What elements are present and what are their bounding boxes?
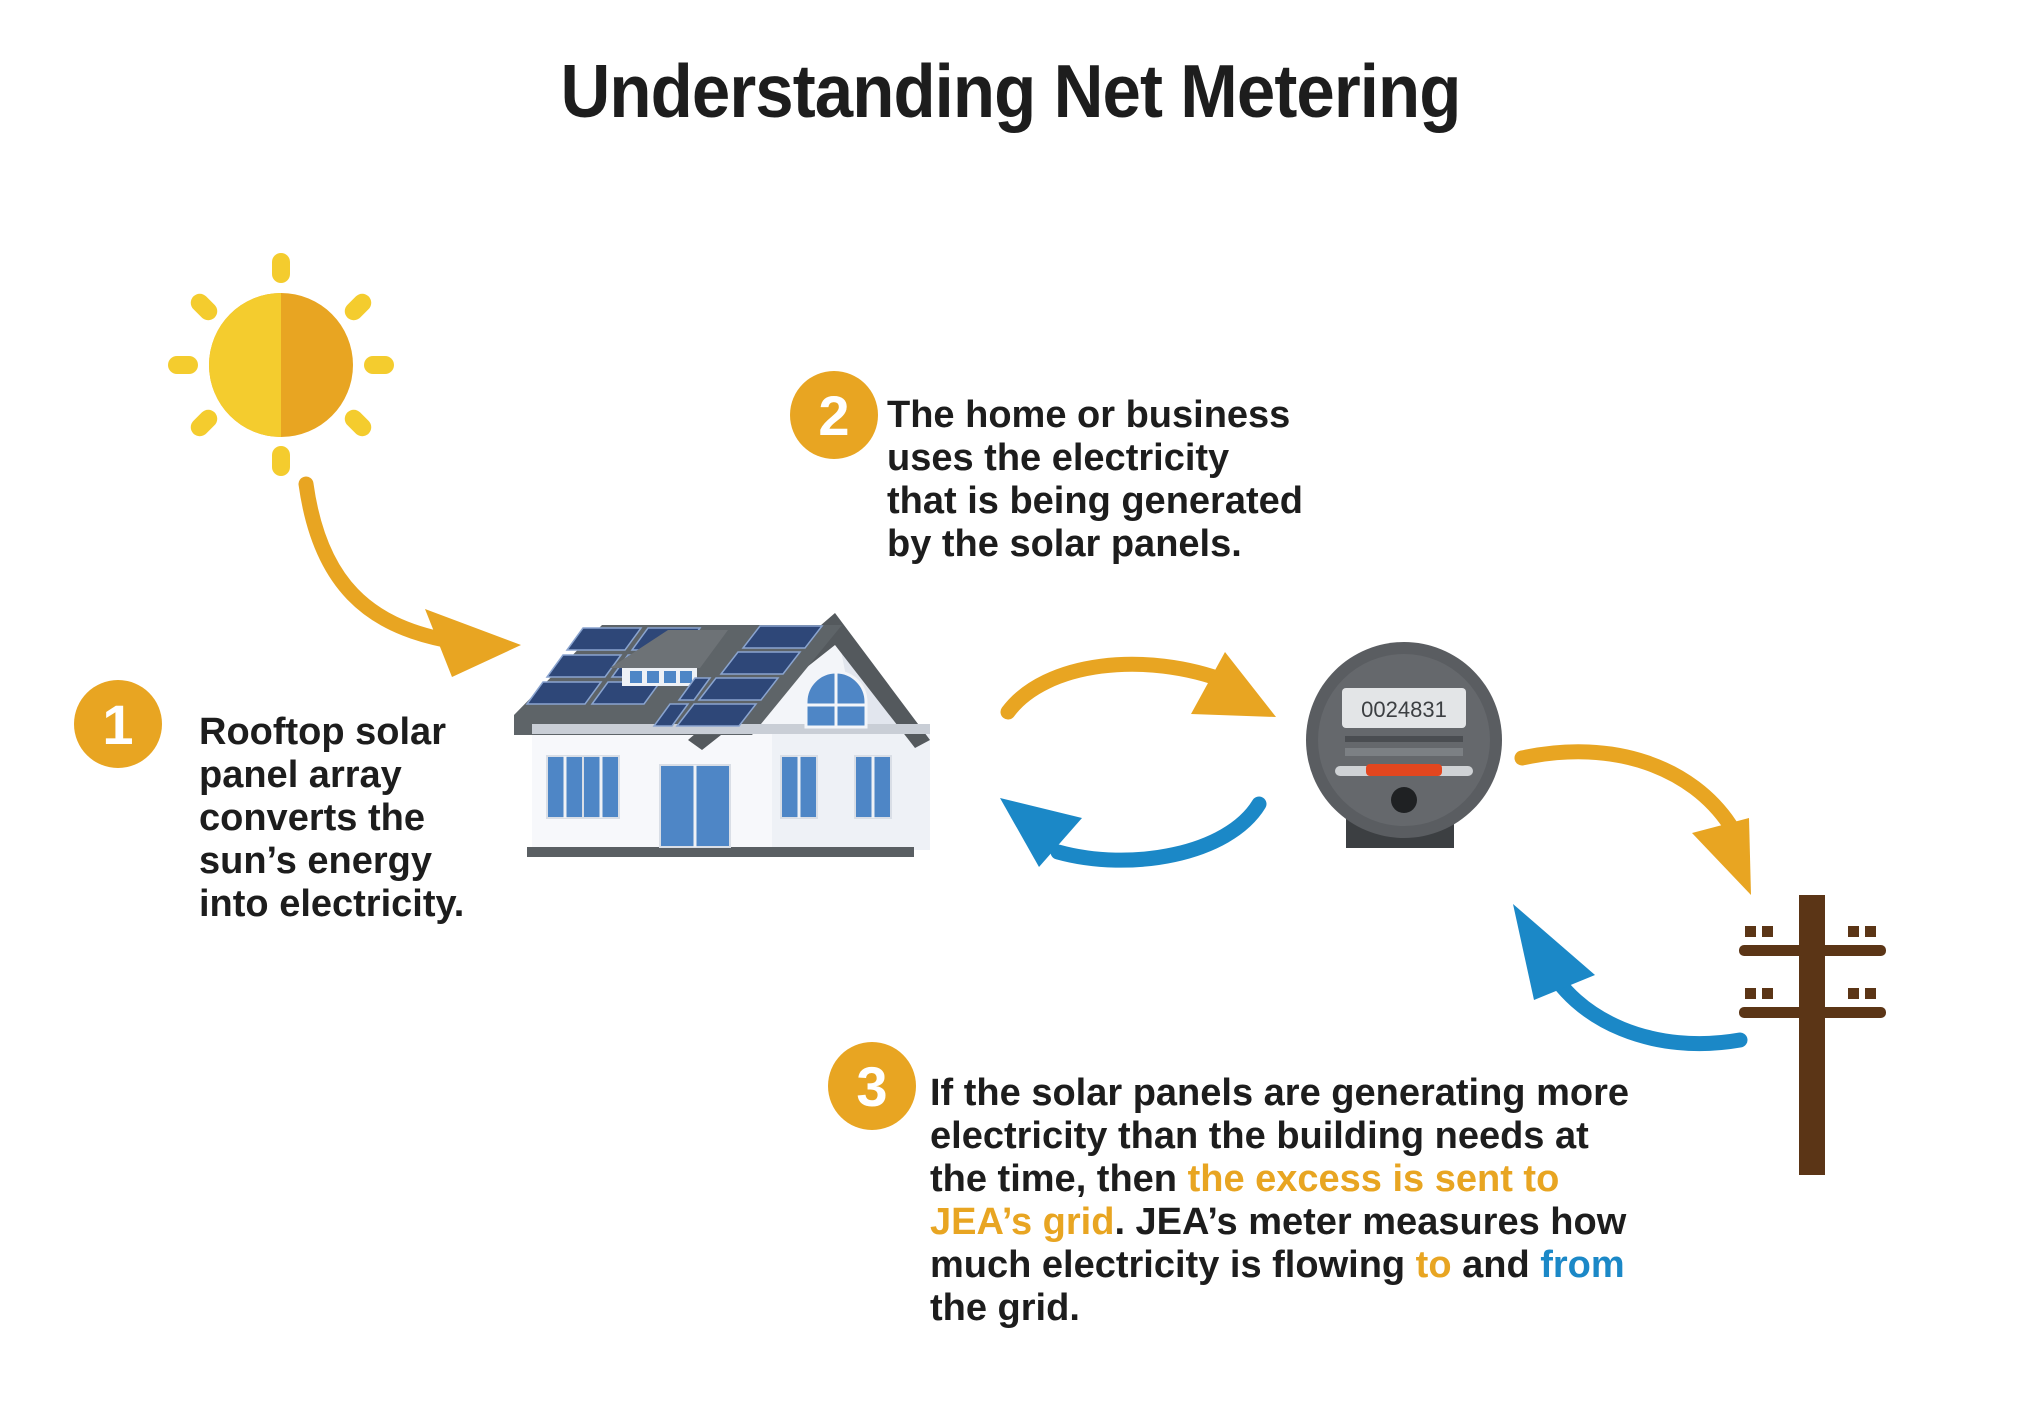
step-2-line: by the solar panels. xyxy=(887,523,1242,565)
arrow-icon-pole-to-meter xyxy=(1513,904,1748,1052)
electric-meter-icon xyxy=(1306,642,1502,848)
sun-rays xyxy=(168,253,394,476)
step-badge-2: 2 xyxy=(790,371,878,459)
step-badge-3: 3 xyxy=(828,1042,916,1130)
from-highlight: from xyxy=(1540,1244,1625,1286)
step-2-line: that is being generated xyxy=(887,480,1303,522)
step-1-line: panel array xyxy=(199,754,402,796)
step-number-2: 2 xyxy=(818,384,849,447)
step-3-line: JEA’s grid. JEA’s meter measures how xyxy=(930,1201,1629,1244)
step-2-line: The home or business xyxy=(887,394,1291,436)
step-1-line: converts the xyxy=(199,797,425,839)
step-3-text: much electricity is flowing xyxy=(930,1244,1416,1286)
to-highlight: to xyxy=(1415,1244,1452,1286)
arrow-icon-meter-to-house xyxy=(1000,796,1267,868)
step-badge-1: 1 xyxy=(74,680,162,768)
step-3-text: and xyxy=(1451,1244,1541,1286)
step-3-line: electricity than the building needs at xyxy=(930,1115,1589,1157)
solar-panel-icon xyxy=(652,625,824,727)
meter-reading: 0024831 xyxy=(1361,697,1447,722)
arrow-icon-meter-to-pole xyxy=(1514,744,1751,895)
step-3-line: the time, then the excess is sent to xyxy=(930,1158,1629,1201)
meter-display xyxy=(1342,688,1466,728)
step-1-line: sun’s energy xyxy=(199,840,433,882)
step-2-line: uses the electricity xyxy=(887,437,1230,479)
step-3-line: the grid. xyxy=(930,1287,1080,1329)
step-1-line: Rooftop solar xyxy=(199,711,446,753)
jea-grid-highlight: JEA’s grid xyxy=(930,1201,1115,1243)
step-1-description: Rooftop solar panel array converts the s… xyxy=(199,711,464,926)
step-1-line: into electricity. xyxy=(199,883,465,925)
arrow-icon-sun-to-house xyxy=(298,476,521,677)
step-3-line: If the solar panels are generating more xyxy=(930,1072,1629,1114)
page-title: Understanding Net Metering xyxy=(560,49,1462,133)
house-icon xyxy=(514,613,930,857)
utility-pole-icon xyxy=(1739,895,1886,1175)
step-3-text: . JEA’s meter measures how xyxy=(1114,1201,1627,1243)
step-3-text: the time, then xyxy=(930,1158,1188,1200)
step-3-description: If the solar panels are generating more … xyxy=(930,1072,1629,1330)
sun-icon xyxy=(168,253,394,476)
step-number-3: 3 xyxy=(856,1055,887,1118)
step-2-description: The home or business uses the electricit… xyxy=(887,394,1303,566)
sun-disc-left xyxy=(209,293,281,437)
excess-sent-highlight: the excess is sent to xyxy=(1187,1158,1560,1200)
step-3-line: much electricity is flowing to and from xyxy=(930,1244,1629,1287)
arrow-icon-house-to-meter xyxy=(1000,652,1276,720)
step-number-1: 1 xyxy=(102,693,133,756)
